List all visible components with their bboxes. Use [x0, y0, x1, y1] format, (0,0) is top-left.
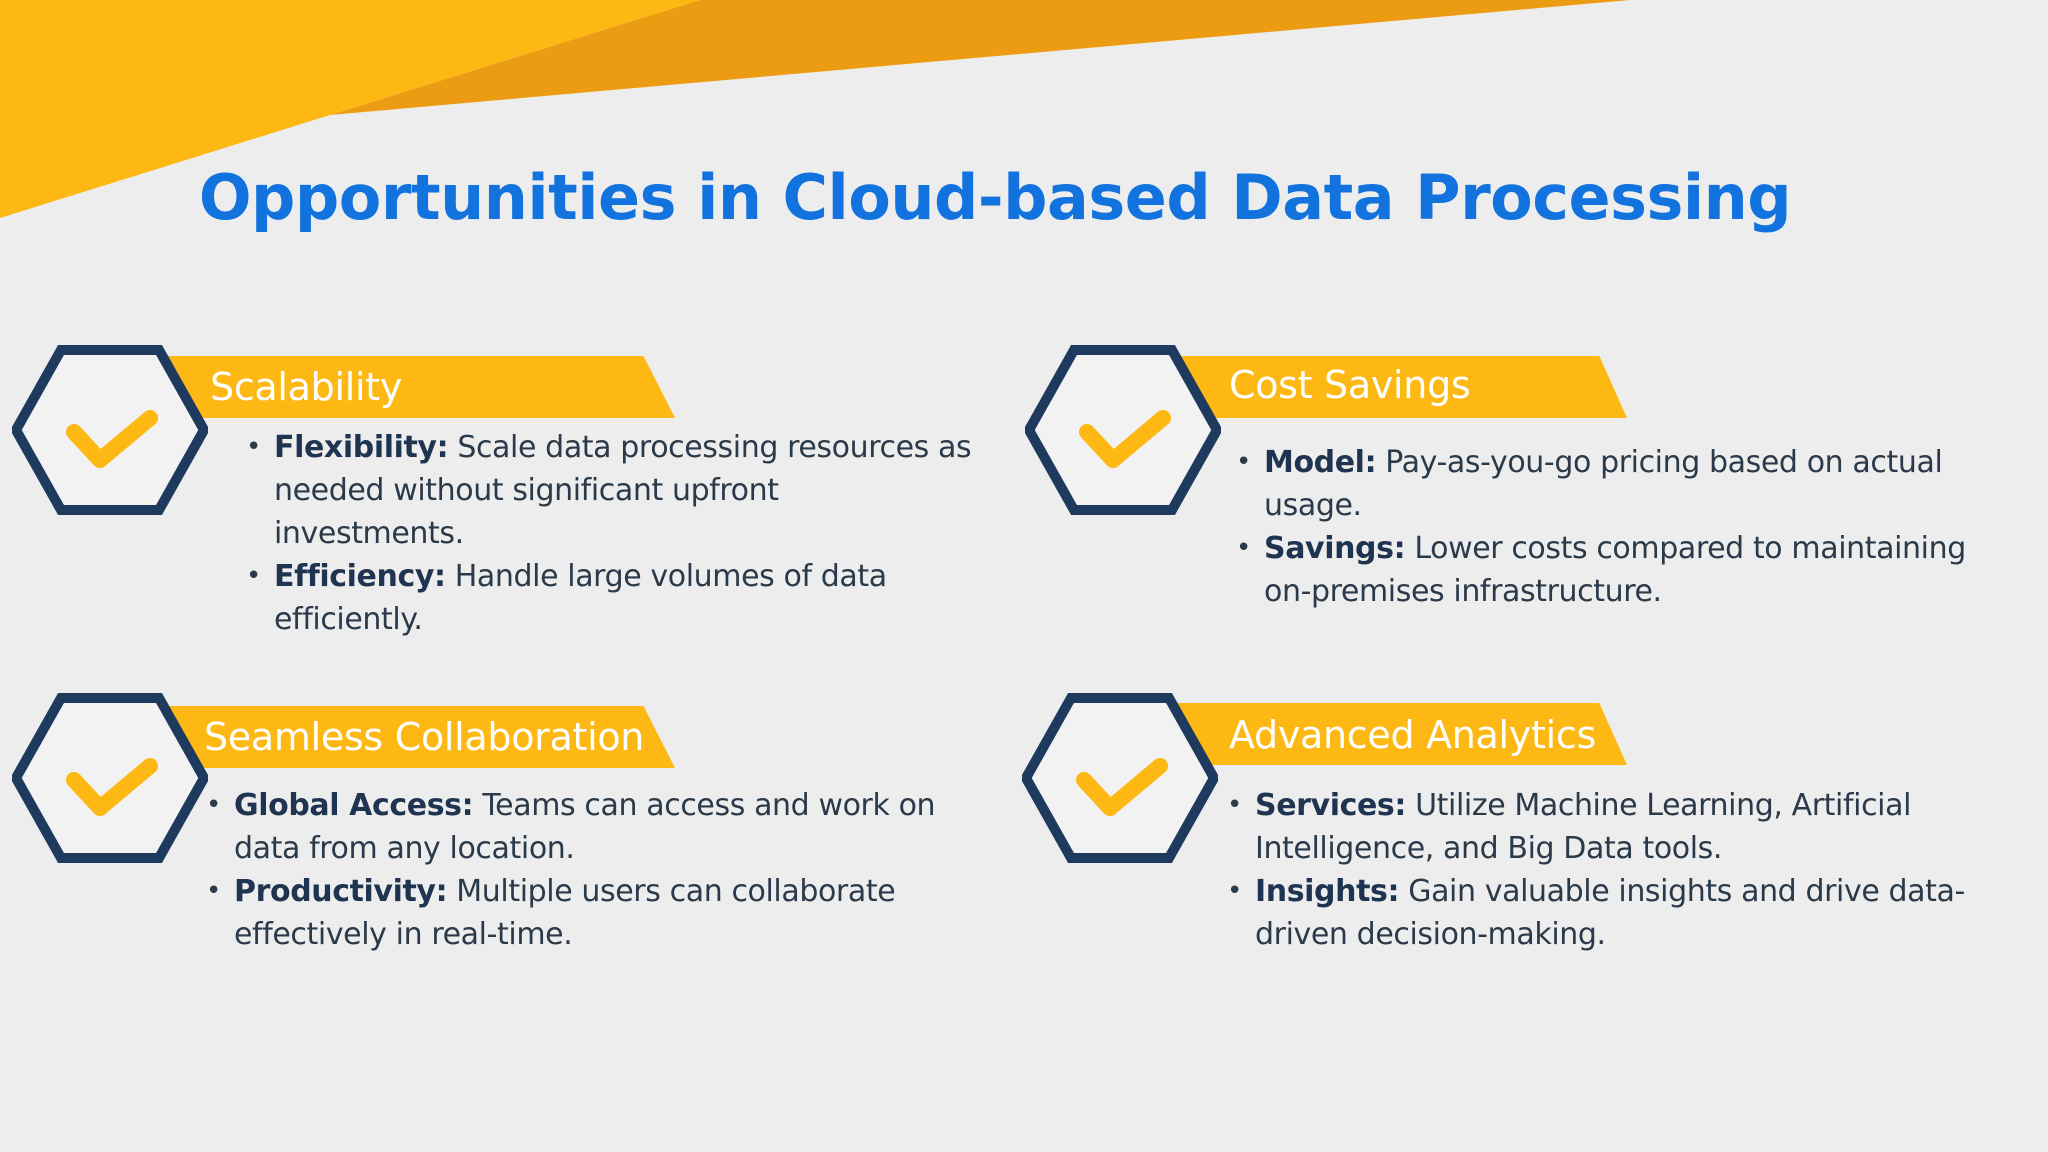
list-item: Flexibility: Scale data processing resou…	[246, 426, 976, 555]
card-heading: Seamless Collaboration	[204, 715, 645, 759]
bullet-text: Multiple users can collaborate effective…	[234, 874, 896, 952]
card-bullet-list: Flexibility: Scale data processing resou…	[246, 426, 976, 641]
card-bullet-list: Model: Pay-as-you-go pricing based on ac…	[1236, 441, 2006, 613]
checkmark-hexagon-icon	[1025, 345, 1221, 515]
bullet-text: Handle large volumes of data efficiently…	[274, 559, 887, 637]
card-bullet-list: Services: Utilize Machine Learning, Arti…	[1227, 784, 1967, 956]
list-item: Model: Pay-as-you-go pricing based on ac…	[1236, 441, 2006, 527]
list-item: Insights: Gain valuable insights and dri…	[1227, 870, 1967, 956]
bullet-text: Utilize Machine Learning, Artificial Int…	[1255, 788, 1912, 866]
bullet-term: Productivity:	[234, 874, 448, 909]
bullet-text: Lower costs compared to maintaining on-p…	[1264, 531, 1966, 609]
bullet-term: Insights:	[1255, 874, 1400, 909]
bullet-text: Pay-as-you-go pricing based on actual us…	[1264, 445, 1943, 523]
list-item: Global Access: Teams can access and work…	[206, 784, 936, 870]
bullet-term: Flexibility:	[274, 430, 449, 465]
bullet-term: Efficiency:	[274, 559, 446, 594]
bullet-term: Services:	[1255, 788, 1406, 823]
checkmark-hexagon-icon	[1022, 693, 1218, 863]
card-banner	[1165, 356, 1627, 418]
bullet-term: Savings:	[1264, 531, 1406, 566]
list-item: Productivity: Multiple users can collabo…	[206, 870, 936, 956]
card-banner	[150, 356, 675, 418]
yellow-stripe	[0, 0, 700, 218]
card-banner	[1165, 703, 1627, 765]
card-heading: Scalability	[210, 365, 403, 409]
bullet-term: Model:	[1264, 445, 1377, 480]
list-item: Efficiency: Handle large volumes of data…	[246, 555, 976, 641]
page-title: Opportunities in Cloud-based Data Proces…	[198, 161, 1792, 234]
list-item: Services: Utilize Machine Learning, Arti…	[1227, 784, 1967, 870]
orange-stripe	[330, 0, 1630, 115]
bullet-text: Scale data processing resources as neede…	[274, 430, 972, 551]
corner-decoration	[0, 0, 1630, 218]
bullet-term: Global Access:	[234, 788, 474, 823]
card-heading: Advanced Analytics	[1229, 713, 1596, 757]
list-item: Savings: Lower costs compared to maintai…	[1236, 527, 2006, 613]
card-bullet-list: Global Access: Teams can access and work…	[206, 784, 936, 956]
bullet-text: Teams can access and work on data from a…	[234, 788, 936, 866]
card-heading: Cost Savings	[1229, 363, 1471, 407]
checkmark-hexagon-icon	[12, 345, 208, 515]
card-banner	[150, 706, 675, 768]
bullet-text: Gain valuable insights and drive data-dr…	[1255, 874, 1965, 952]
checkmark-hexagon-icon	[12, 693, 208, 863]
